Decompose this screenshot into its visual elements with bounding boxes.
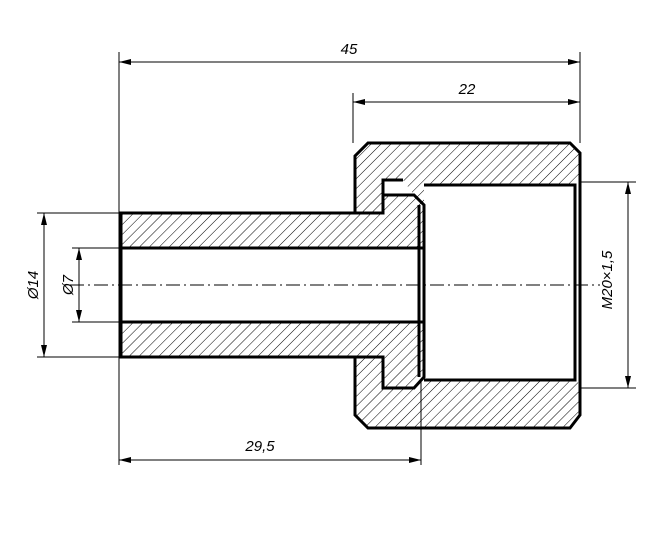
part-outlines <box>119 141 582 430</box>
dim-text-overall: 45 <box>341 41 358 58</box>
dim-text-shank: 29,5 <box>244 438 275 455</box>
nut-bore-top <box>424 183 577 382</box>
nipple-lower-section <box>121 322 424 388</box>
hatched-sections <box>121 143 580 428</box>
nut-upper-section <box>355 143 580 213</box>
dim-text-outer-dia: Ø14 <box>25 271 42 300</box>
nipple-outline <box>119 193 426 390</box>
dimension-labels: 45 22 29,5 Ø14 Ø7 M20×1,5 <box>25 41 616 455</box>
nipple-bore <box>121 246 424 324</box>
nut-lower-section <box>355 357 580 428</box>
dim-text-nut: 22 <box>458 81 476 98</box>
nut-outline <box>353 141 582 430</box>
nipple-upper-section <box>121 195 424 248</box>
dim-text-inner-dia: Ø7 <box>60 274 77 296</box>
dim-text-thread: M20×1,5 <box>599 250 616 309</box>
extension-lines <box>37 52 636 465</box>
dimension-lines <box>41 59 631 463</box>
